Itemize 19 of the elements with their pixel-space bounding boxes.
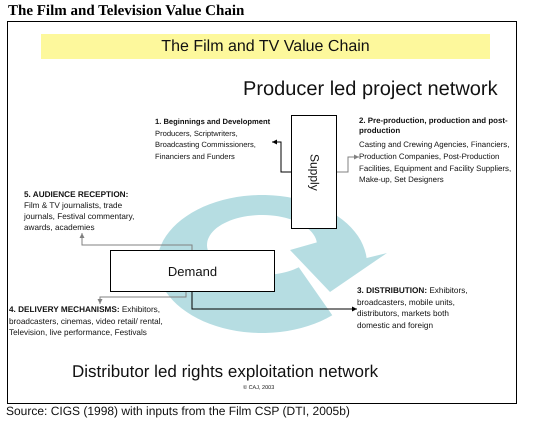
network-heading: Distributor led rights exploitation network [72, 362, 378, 382]
source-caption: Source: CIGS (1998) with inputs from the Film CSP (DTI, 2005b) [6, 404, 350, 418]
stage-description: 4. DELIVERY MECHANISMS: Exhibitors, broadcasters, cinemas, video retail/ rental, Television, live performance, Festivals [9, 304, 164, 338]
network-heading: Producer led project network [243, 78, 498, 101]
figure-heading: The Film and Television Value Chain [8, 3, 244, 20]
stage-heading: 5. AUDIENCE RECEPTION: [24, 189, 130, 200]
stage-description: Film & TV journalists, trade journals, Festival commentary, awards, academies [24, 200, 136, 233]
box-label: Supply [306, 154, 322, 190]
stage-description: 3. DISTRIBUTION: Exhibitors, broadcasters, mobile units, distributors, markets both domestic and foreign [357, 285, 469, 331]
connector-arrow [80, 232, 192, 250]
connector-arrow [336, 154, 360, 172]
connector-arrow [98, 292, 186, 304]
band-title: The Film and TV Value Chain [161, 38, 370, 56]
title-band [41, 34, 490, 59]
box-label: Demand [168, 264, 218, 278]
connector-arrow [272, 140, 292, 172]
stage-box [291, 115, 337, 229]
connector-arrow [192, 292, 358, 312]
stage-box [110, 250, 275, 292]
